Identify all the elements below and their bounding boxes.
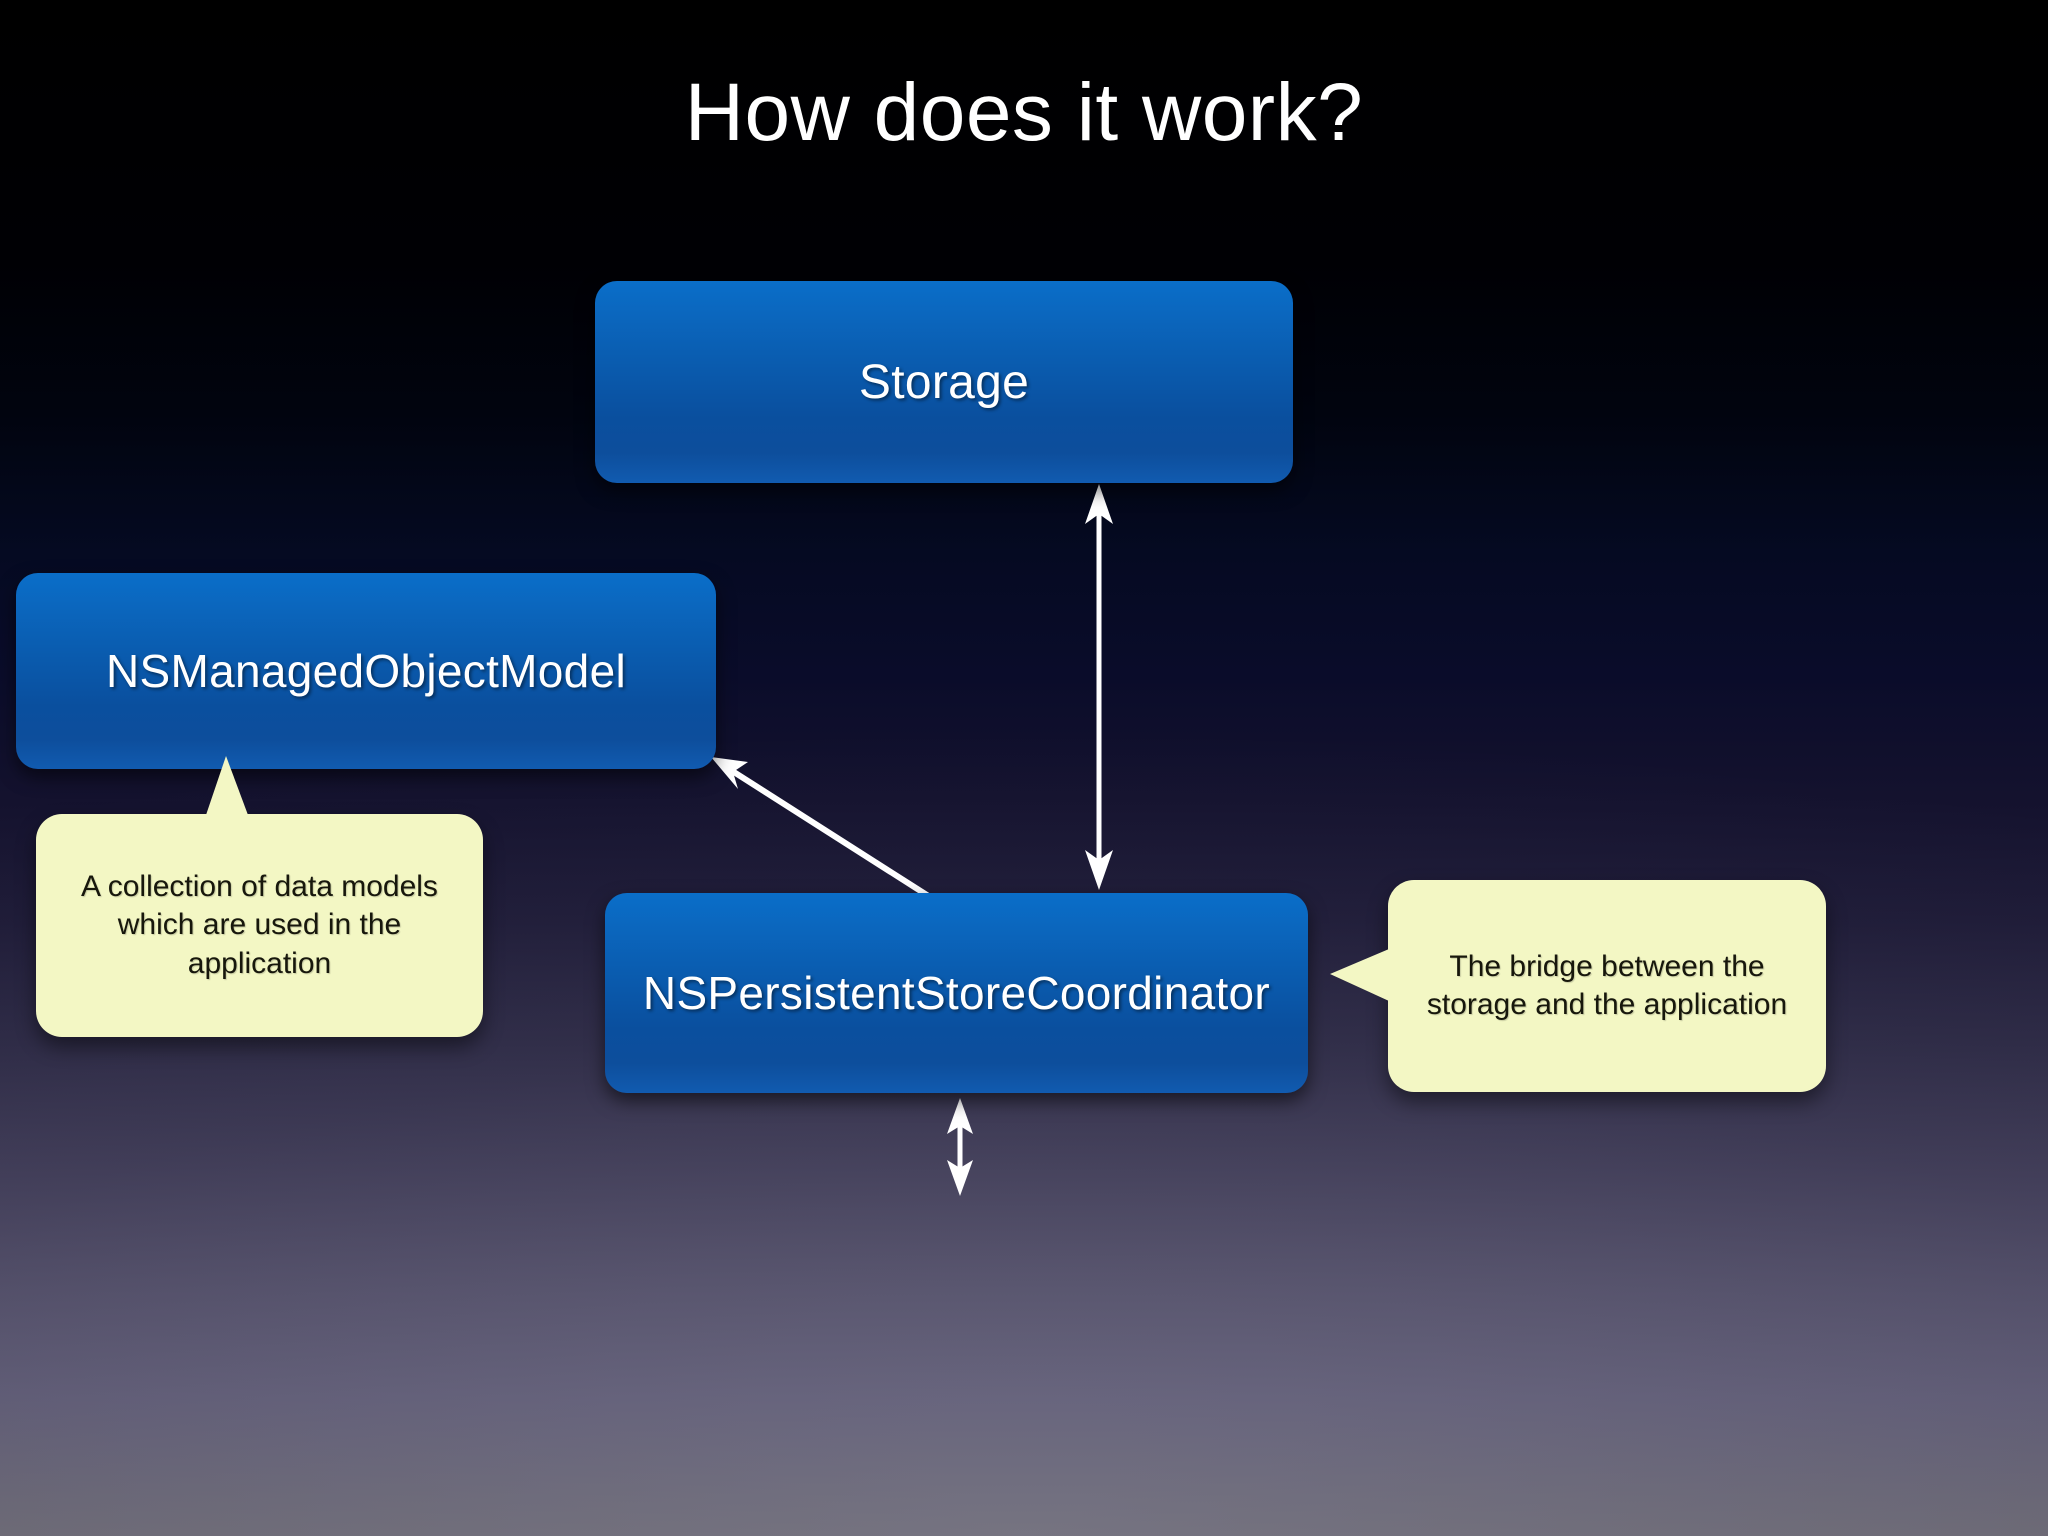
page-title: How does it work? (684, 67, 1364, 158)
node-storage-label: Storage (858, 355, 1030, 409)
node-storage[interactable]: Storage (595, 281, 1293, 483)
callout-tail-up (206, 756, 248, 815)
connector-psc-momodel (711, 757, 932, 900)
connector-storage-psc (1085, 484, 1113, 890)
node-nsmanagedobjectmodel-label: NSManagedObjectModel (106, 645, 626, 697)
node-nspersistentstorecoordinator[interactable]: NSPersistentStoreCoordinator (605, 893, 1308, 1093)
callout-nspersistentstorecoordinator: The bridge between the storage and the a… (1330, 880, 1826, 1092)
callout-tail-left (1330, 949, 1389, 1001)
callout-nspersistentstorecoordinator-text: The bridge between the storage and the a… (1426, 949, 1788, 1021)
callout-nsmanagedobjectmodel-text: A collection of data models which are us… (81, 869, 438, 980)
node-nspersistentstorecoordinator-label: NSPersistentStoreCoordinator (642, 967, 1271, 1019)
node-nsmanagedobjectmodel[interactable]: NSManagedObjectModel (16, 573, 716, 769)
connector-psc-down (947, 1098, 973, 1196)
callout-nsmanagedobjectmodel: A collection of data models which are us… (36, 756, 483, 1037)
